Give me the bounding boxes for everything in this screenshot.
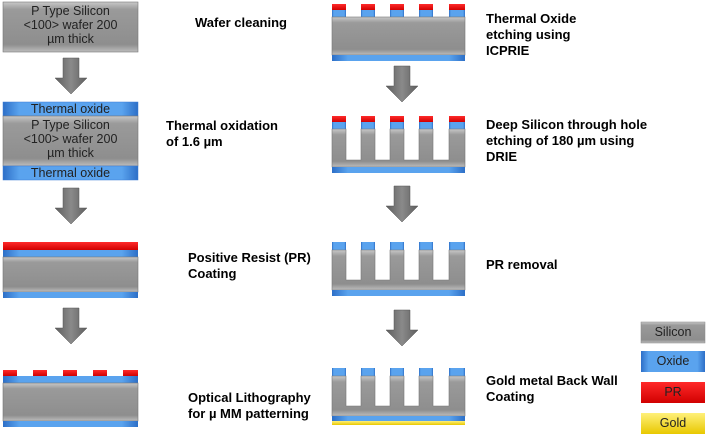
legend-pr-label: PR bbox=[664, 385, 682, 399]
step-label-line: Gold metal Back Wall bbox=[486, 373, 618, 388]
wafer-text-line: <100> wafer 200 bbox=[23, 132, 118, 146]
step-label-lithography: Optical Lithography for µ MM patterning bbox=[188, 390, 311, 422]
step-label-line: Positive Resist (PR) bbox=[188, 250, 311, 265]
oxide-top-label: Thermal oxide bbox=[30, 102, 111, 116]
step-label-line: Thermal Oxide bbox=[486, 11, 577, 26]
wafer-text-line: <100> wafer 200 bbox=[23, 18, 118, 32]
wafer-step-1 bbox=[2, 1, 139, 53]
step-label-line: ICPRIE bbox=[486, 43, 530, 58]
step-label-line: Coating bbox=[188, 266, 237, 281]
wafer-step-4 bbox=[2, 370, 139, 427]
wafer-step-8 bbox=[331, 368, 466, 425]
step-label-line: etching using bbox=[486, 27, 571, 42]
arrow-down-icon bbox=[54, 307, 88, 345]
legend-oxide-label: Oxide bbox=[656, 354, 690, 368]
legend-gold-swatch bbox=[641, 413, 705, 434]
wafer-step-3 bbox=[2, 242, 139, 298]
step-label-wafer-cleaning: Wafer cleaning bbox=[195, 15, 287, 30]
wafer-step-7 bbox=[331, 242, 466, 296]
step-label-line: Coating bbox=[486, 389, 535, 404]
wafer-text-line: µm thick bbox=[47, 146, 94, 160]
wafer-step-6 bbox=[331, 116, 466, 173]
arrow-down-icon bbox=[385, 65, 419, 103]
legend-silicon-label: Silicon bbox=[654, 325, 692, 339]
step-label-line: of 1.6 µm bbox=[166, 134, 223, 149]
step-label-line: etching of 180 µm using bbox=[486, 133, 635, 148]
step-label-line: DRIE bbox=[486, 149, 518, 164]
legend-oxide-swatch bbox=[641, 351, 705, 372]
step-label-line: Deep Silicon through hole bbox=[486, 117, 648, 132]
legend-gold-label: Gold bbox=[659, 416, 687, 430]
wafer-step-2 bbox=[2, 101, 139, 181]
step-label-pr-coating: Positive Resist (PR) Coating bbox=[188, 250, 311, 282]
arrow-down-icon bbox=[54, 57, 88, 95]
step-label-oxide-etch: Thermal Oxide etching using ICPRIE bbox=[486, 11, 576, 59]
step-label-pr-removal: PR removal bbox=[486, 257, 558, 272]
arrow-down-icon bbox=[385, 185, 419, 223]
arrow-down-icon bbox=[385, 309, 419, 347]
step-label-gold-coating: Gold metal Back Wall Coating bbox=[486, 373, 618, 405]
step-label-line: Optical Lithography bbox=[188, 390, 311, 405]
legend bbox=[640, 321, 706, 434]
wafer-text-line: P Type Silicon bbox=[31, 118, 110, 132]
wafer-text-line: µm thick bbox=[47, 32, 94, 46]
wafer-step-5 bbox=[331, 4, 466, 61]
oxide-bottom-label: Thermal oxide bbox=[30, 166, 111, 180]
wafer-text-step2: P Type Silicon <100> wafer 200 µm thick bbox=[3, 118, 138, 160]
wafer-text-line: P Type Silicon bbox=[31, 4, 110, 18]
step-label-line: for µ MM patterning bbox=[188, 406, 309, 421]
legend-pr-swatch bbox=[641, 382, 705, 403]
step-label-drie: Deep Silicon through hole etching of 180… bbox=[486, 117, 647, 165]
legend-silicon-swatch bbox=[640, 321, 706, 344]
wafer-text-step1: P Type Silicon <100> wafer 200 µm thick bbox=[3, 4, 138, 46]
step-label-thermal-oxidation: Thermal oxidation of 1.6 µm bbox=[166, 118, 278, 150]
arrow-down-icon bbox=[54, 187, 88, 225]
step-label-line: Thermal oxidation bbox=[166, 118, 278, 133]
